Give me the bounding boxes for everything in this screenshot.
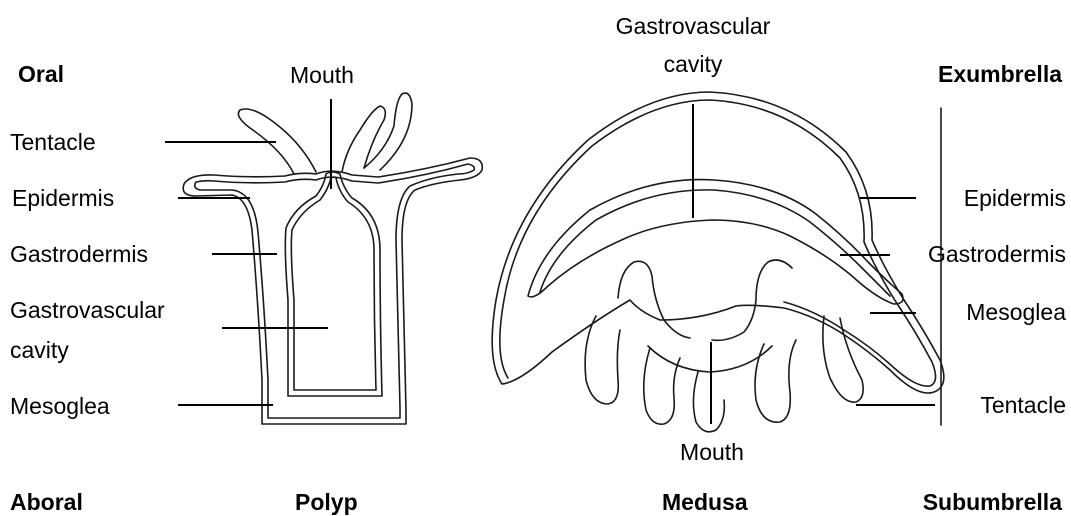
medusa-mouth-label: Mouth [660, 438, 764, 466]
polyp-tentacle-right-inner [342, 106, 385, 172]
polyp-epidermis-label: Epidermis [12, 184, 114, 212]
polyp-tentacle-right-outer [364, 93, 412, 170]
polyp-title: Polyp [295, 488, 358, 516]
medusa-tentacle-2 [644, 348, 680, 424]
polyp-aboral-label: Aboral [10, 488, 83, 516]
medusa-manubrium-left [618, 261, 690, 338]
polyp-oral-label: Oral [18, 60, 64, 88]
polyp-cavity-inner [291, 177, 376, 390]
polyp-cavity [285, 172, 382, 396]
medusa-tentacle-3 [693, 372, 724, 432]
polyp-cavity-label-line1: Gastrovascular [10, 296, 165, 324]
polyp-gastrodermis-label: Gastrodermis [10, 240, 148, 268]
medusa-epidermis-label: Epidermis [880, 184, 1066, 212]
polyp-outer-wall-inner [195, 164, 475, 418]
polyp-cavity-label-line2: cavity [10, 336, 69, 364]
medusa-canal-inner [540, 190, 890, 296]
medusa-mesoglea-label: Mesoglea [880, 298, 1066, 326]
medusa-cavity-label-line1: Gastrovascular [583, 12, 803, 40]
medusa-subumbrella-label: Subumbrella [880, 488, 1062, 516]
medusa-exumbrella-label: Exumbrella [880, 60, 1062, 88]
medusa-tentacle-5 [823, 316, 863, 402]
medusa-manubrium-right [712, 260, 792, 340]
polyp-mouth-label: Mouth [290, 61, 354, 89]
medusa-tentacle-1 [585, 316, 620, 404]
medusa-title: Medusa [662, 488, 748, 516]
medusa-tentacle-4 [755, 340, 796, 422]
medusa-canal-outer [528, 180, 903, 304]
polyp-mesoglea-label: Mesoglea [10, 392, 110, 420]
medusa-tentacle-label: Tentacle [900, 391, 1066, 419]
medusa-cavity-label-line2: cavity [583, 50, 803, 78]
polyp-tentacle-label: Tentacle [10, 128, 96, 156]
medusa-gastrodermis-label: Gastrodermis [870, 240, 1066, 268]
